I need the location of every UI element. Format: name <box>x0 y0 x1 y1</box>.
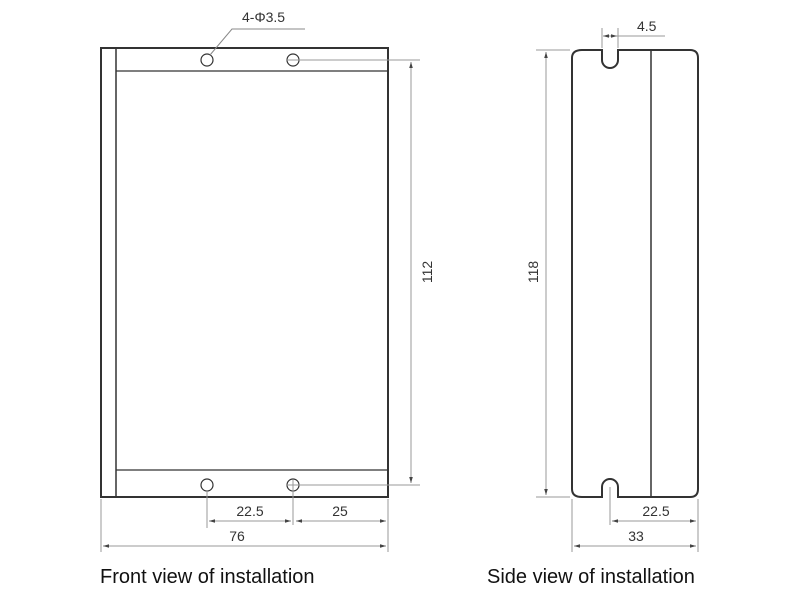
mount-hole-icon <box>200 53 214 67</box>
side-view-caption: Side view of installation <box>487 566 695 588</box>
side-view: 4.5 118 22.5 33 <box>525 18 699 552</box>
hole-leader-line <box>209 28 305 56</box>
front-view-caption: Front view of installation <box>100 566 315 588</box>
front-view: 4-Φ3.5 112 22.5 25 76 <box>100 9 435 552</box>
side-depth-dim: 33 <box>628 528 644 544</box>
front-height-dim: 112 <box>419 261 435 284</box>
slot-width-dim: 4.5 <box>637 18 657 34</box>
hole-spacing-dim: 22.5 <box>236 503 263 519</box>
slot-offset-dim: 22.5 <box>642 503 669 519</box>
edge-dim: 25 <box>332 503 348 519</box>
front-width-dim: 76 <box>229 528 245 544</box>
hole-spec-label: 4-Φ3.5 <box>242 9 285 25</box>
side-height-dim: 118 <box>525 261 541 284</box>
mount-hole-icon <box>200 478 214 492</box>
side-body-outline <box>571 49 699 498</box>
front-body-outline <box>100 47 389 498</box>
